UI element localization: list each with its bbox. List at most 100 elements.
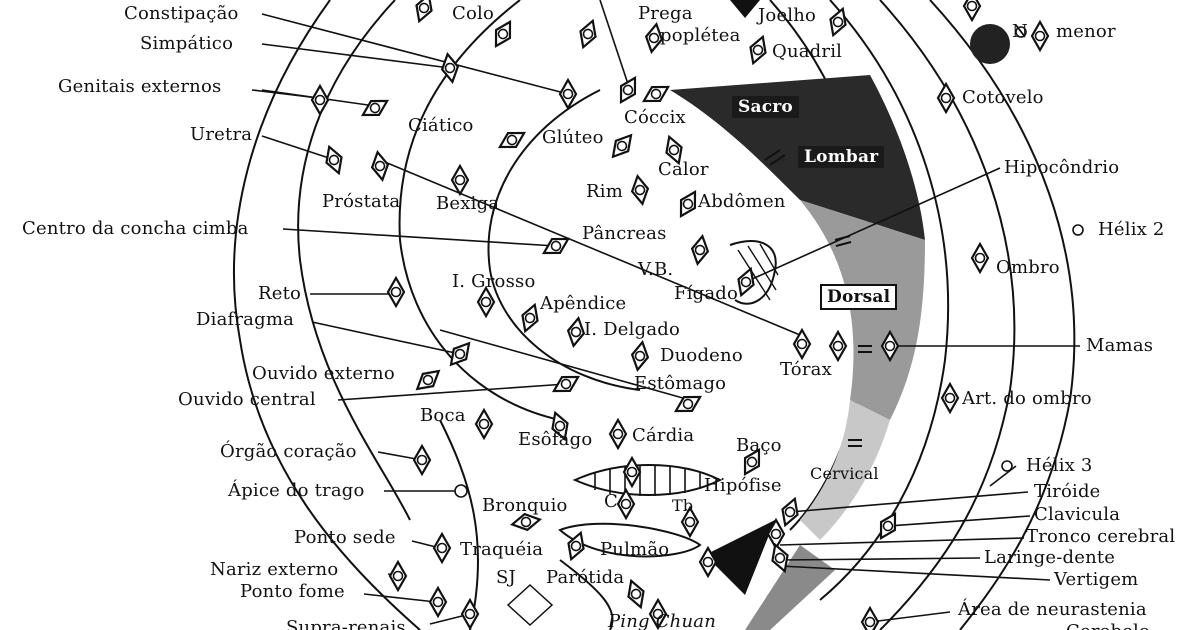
acupoint-circle [480, 296, 492, 308]
label-helix-3: Hélix 3 [1026, 455, 1093, 476]
acupoint-marker [616, 487, 636, 521]
acupoint-marker [665, 134, 683, 166]
label-helix-2: Hélix 2 [1098, 219, 1165, 240]
acupoint-circle [497, 28, 509, 40]
acupoint-marker [679, 189, 697, 219]
label-uretra: Uretra [190, 124, 253, 145]
acupoint-circle [752, 44, 764, 56]
acupoint-circle [436, 542, 448, 554]
acupoint-circle [966, 0, 978, 12]
acupoint-marker [648, 597, 668, 630]
acupoint-marker [619, 75, 637, 105]
acupoint-marker [440, 52, 460, 84]
acupoint-marker [370, 150, 390, 182]
acupoint-marker [743, 447, 761, 477]
label-nariz-externo: Nariz externo [210, 559, 339, 580]
label-simpatico: Simpático [140, 33, 234, 54]
acupoint-marker [360, 99, 390, 117]
label-supra-renais: Supra-renais [286, 617, 406, 630]
acupoint-circle [422, 374, 434, 386]
acupoint-circle [884, 340, 896, 352]
label-tiroide: Tiróide [1034, 481, 1101, 502]
label-pancreas: Pâncreas [582, 223, 667, 244]
acupoint-circle [506, 134, 518, 146]
acupoint-marker [673, 395, 703, 413]
acupoint-marker [698, 545, 718, 579]
label-prostata: Próstata [322, 191, 401, 212]
acupoint-marker [860, 605, 880, 630]
neck-band [745, 545, 835, 630]
outer-right-curve-3 [819, 0, 950, 601]
acupoint-circle [634, 184, 646, 196]
acupoint-marker [450, 163, 470, 197]
label-diafragma: Diafragma [196, 309, 295, 330]
label-genitais-externos: Genitais externos [58, 76, 222, 97]
label-bronquio: Bronquio [482, 495, 568, 516]
acupoint-marker [792, 327, 812, 361]
acupoint-circle [626, 466, 638, 478]
spine-band-gray [800, 200, 925, 420]
label-ponto-fome: Ponto fome [240, 581, 345, 602]
label-torax: Tórax [780, 359, 832, 380]
label-hipofise: Hipófise [704, 475, 782, 496]
label-ouvido-externo: Ouvido externo [252, 363, 395, 384]
label-boca: Boca [420, 405, 466, 426]
label-centro-concha-cimba: Centro da concha cimba [22, 218, 249, 239]
acupoint-marker [737, 266, 755, 298]
acupoint-marker [828, 329, 848, 363]
leader-lines [251, 0, 1080, 625]
acupoint-circle [550, 240, 562, 252]
label-i-delgado: I. Delgado [584, 319, 681, 340]
acupoint-marker [644, 22, 664, 54]
acupoint-circle [562, 88, 574, 100]
acupoint-circle [478, 418, 490, 430]
acupoint-circle [418, 2, 430, 14]
acupoint-circle [454, 348, 466, 360]
label-i-grosso: I. Grosso [452, 271, 536, 292]
acupoint-marker [432, 531, 452, 565]
acupoint-marker [388, 559, 408, 593]
acupoint-circle [940, 92, 952, 104]
acupoint-marker [630, 174, 650, 206]
label-cotovelo: Cotovelo [962, 87, 1044, 108]
acupoint-marker [558, 77, 578, 111]
acupoint-marker [386, 275, 406, 309]
acupoint-marker [415, 0, 433, 24]
acupoint-circle [974, 252, 986, 264]
label-gluteo: Glúteo [542, 127, 604, 148]
acupoint-marker [449, 341, 471, 367]
label-tb: Tb [672, 496, 694, 515]
label-estomago: Estômago [634, 373, 727, 394]
acupoint-circle [832, 16, 844, 28]
acupoint-circle [832, 340, 844, 352]
label-clavicula: Clavicula [1034, 504, 1121, 525]
label-vertigem: Vertigem [1054, 569, 1139, 590]
label-area-neurastenia: Área de neurastenia [958, 599, 1147, 620]
acupoint-circle [652, 608, 664, 620]
acupoint-circle [796, 338, 808, 350]
acupoint-marker [494, 19, 512, 49]
label-dorsal: Dorsal [820, 284, 898, 310]
acupoint-marker [781, 496, 799, 528]
acupoint-marker [551, 375, 581, 393]
label-sj: SJ [496, 567, 516, 588]
label-rim: Rim [586, 181, 623, 202]
acupoint-circle [454, 174, 466, 186]
hatched-heart-region [572, 464, 723, 496]
acupoint-circle [369, 102, 381, 114]
acupoint-marker [497, 131, 527, 149]
label-n: N [1012, 21, 1028, 42]
acupoint-marker [476, 285, 496, 319]
acupoint-marker [771, 542, 789, 574]
hatched-liver-region [729, 240, 779, 305]
inner-helix-curve [297, 0, 411, 521]
label-vb: V.B. [638, 259, 674, 280]
acupoint-circle [740, 276, 752, 288]
acupoint-marker [940, 381, 960, 415]
acupoint-circle [630, 588, 642, 600]
label-apice-trago: Ápice do trago [228, 480, 365, 501]
helix-circles [454, 26, 1084, 498]
label-ping-chuan: Ping Chuan [608, 611, 716, 630]
